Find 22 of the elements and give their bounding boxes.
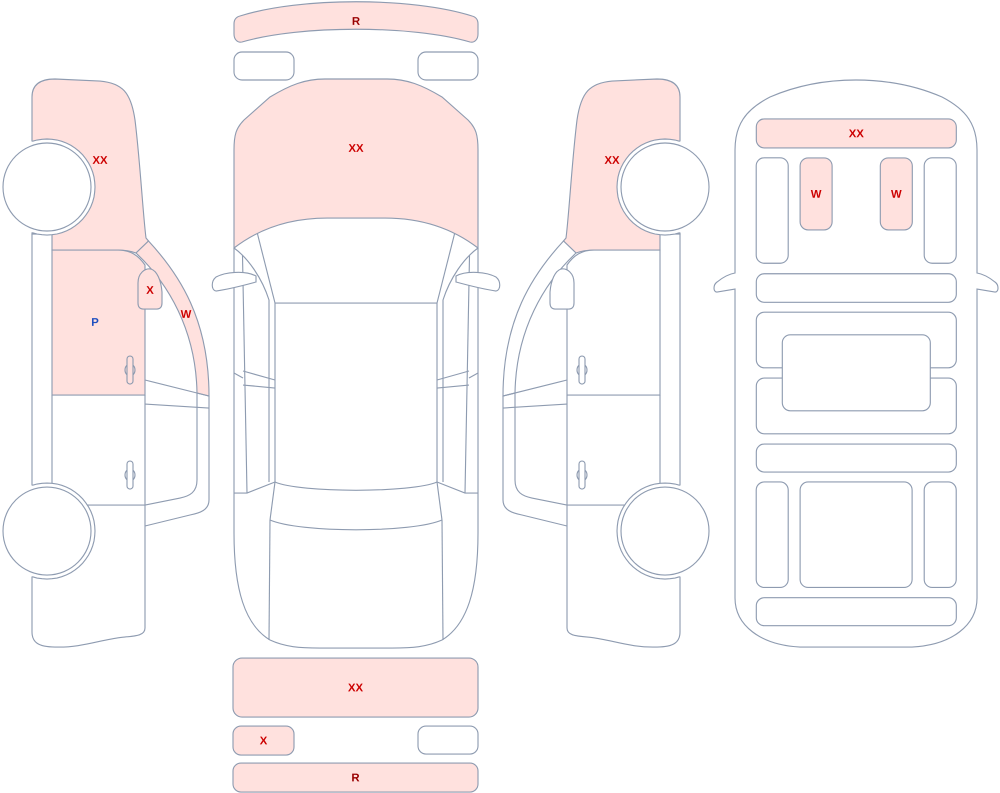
panel-box	[417, 51, 479, 81]
panel-box: X	[232, 725, 295, 756]
panel-box	[233, 51, 295, 81]
panel-box	[924, 157, 957, 264]
door-panel: P	[51, 249, 146, 396]
bumper-panel: R	[233, 1, 479, 43]
panel-box	[756, 157, 789, 264]
panel-box: XX	[232, 657, 479, 718]
panel-box	[756, 273, 957, 303]
panel-box	[756, 597, 957, 626]
panel-box: W	[880, 157, 913, 230]
panel-box	[756, 481, 789, 588]
panel-box: R	[232, 762, 479, 793]
panel-box	[800, 481, 913, 588]
panel-box	[417, 725, 479, 755]
panel-box	[924, 481, 957, 588]
panel-box	[782, 334, 931, 412]
panel-box	[756, 443, 957, 473]
panel-box: XX	[756, 118, 957, 148]
hood-panel: XX	[233, 78, 479, 249]
panel-box: W	[800, 157, 833, 230]
mirror-panel: X	[137, 268, 163, 310]
